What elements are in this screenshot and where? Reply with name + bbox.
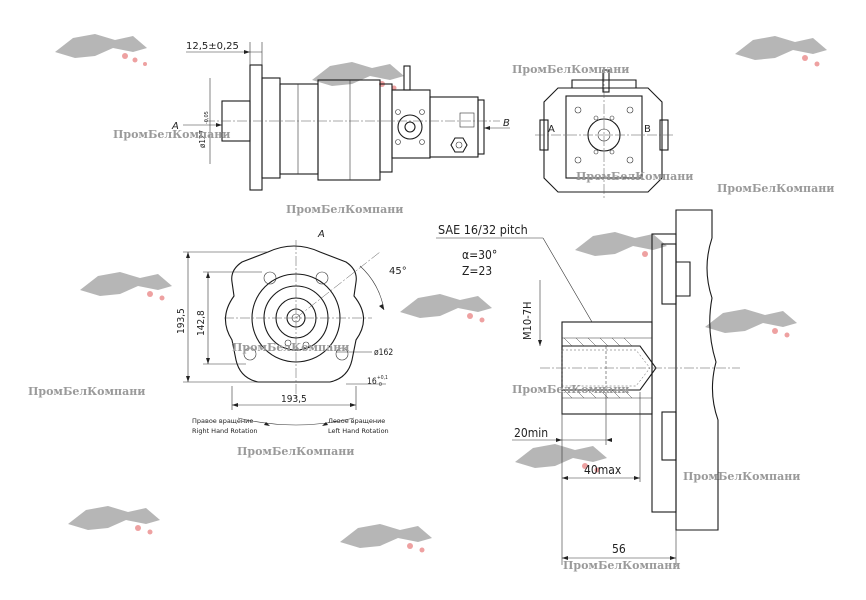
panther-logo-icon [400, 294, 492, 323]
watermark-text: ПромБелКомпани [576, 170, 693, 183]
dim-flange-offset: 12,5±0,25 [186, 41, 239, 52]
rotation-left-en: Left Hand Rotation [328, 427, 389, 435]
dim-slot-tol-bottom: 0 [379, 382, 382, 388]
watermark-text: ПромБелКомпани [512, 383, 629, 396]
dim-slot-tol-top: +0,1 [377, 375, 388, 381]
panther-logo-icon [705, 309, 797, 338]
dim-bolt-circle: ø162 [374, 348, 393, 358]
shaft-detail: SAE 16/32 pitch α=30° Z=23 M10-7H 20min … [436, 209, 740, 565]
dim-thread-max: 40max [584, 463, 622, 477]
side-view: 12,5±0,25 ø127 -0,05 A B [171, 41, 510, 191]
thread-spec: M10-7H [521, 302, 534, 340]
panther-logo-icon [735, 36, 827, 67]
rotation-left-ru: Левое вращение [328, 417, 385, 425]
dim-width: 193,5 [281, 394, 307, 405]
panther-logo-icon [340, 524, 432, 553]
watermark-text: ПромБелКомпани [28, 385, 145, 398]
panther-logo-icon [80, 272, 172, 301]
dim-pilot-tolerance: -0,05 [204, 111, 210, 124]
panther-logo-icon [575, 232, 667, 257]
dim-thread-min: 20min [514, 426, 548, 440]
dim-angle: 45° [389, 266, 407, 277]
watermark-texts: ПромБелКомпани ПромБелКомпани ПромБелКом… [28, 63, 834, 572]
dim-shaft-length: 56 [612, 542, 626, 556]
panther-logo-icon [312, 62, 404, 91]
watermark-text: ПромБелКомпани [683, 470, 800, 483]
watermark-text: ПромБелКомпани [563, 559, 680, 572]
view-b-arrow-label: B [503, 118, 510, 129]
watermark-text: ПромБелКомпани [232, 341, 349, 354]
watermark-text: ПромБелКомпани [237, 445, 354, 458]
end-view-port-a: A [548, 124, 555, 135]
watermark-logos [55, 34, 827, 553]
end-view-port-b: B [644, 124, 651, 135]
spline-spec: SAE 16/32 pitch [438, 222, 528, 237]
dim-height-bolt: 142,8 [196, 310, 207, 336]
rotation-right-ru: Правое вращение [192, 417, 253, 425]
watermark-text: ПромБелКомпани [113, 128, 230, 141]
watermark-text: ПромБелКомпани [286, 203, 403, 216]
view-a-arrow-label: A [171, 121, 179, 132]
dim-slot: 16 [367, 377, 377, 387]
teeth-count: Z=23 [462, 264, 492, 278]
panther-logo-icon [68, 506, 160, 535]
front-view-label: A [317, 229, 325, 240]
pressure-angle: α=30° [462, 248, 497, 262]
front-view: A 45° 193,5 142,8 193,5 [176, 229, 407, 435]
watermark-text: ПромБелКомпани [717, 182, 834, 195]
panther-logo-icon [55, 34, 147, 66]
panther-logo-icon [515, 444, 607, 473]
rotation-right-en: Right Hand Rotation [192, 427, 258, 435]
dim-height-total: 193,5 [176, 308, 187, 334]
end-view: A B [535, 69, 675, 200]
watermark-text: ПромБелКомпани [512, 63, 629, 76]
dim-pilot-diameter: ø127 [198, 130, 207, 148]
